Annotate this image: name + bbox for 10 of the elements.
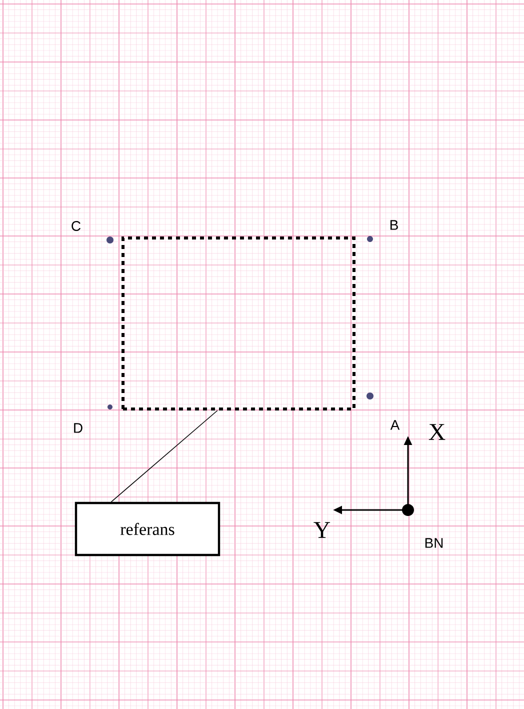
point-label: B (390, 220, 398, 230)
axis-label: Y (314, 522, 330, 538)
dotted-rectangle (122, 236, 356, 410)
axis-label: X (428, 424, 446, 440)
point-label: D (74, 423, 82, 433)
leader-line (110, 410, 218, 502)
point-label: BN (425, 538, 443, 548)
label-box: referans (74, 502, 220, 556)
point-label: C (72, 221, 81, 231)
point-label: A (390, 420, 400, 430)
